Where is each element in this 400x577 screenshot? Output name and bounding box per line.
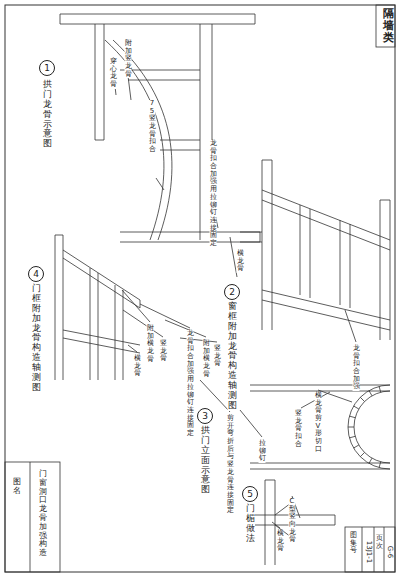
part-label: 横龙骨 (134, 355, 141, 378)
callout-number: 2 (224, 284, 240, 300)
part-label: 龙骨扣合加强用拉铆钉连接固定 (210, 140, 217, 248)
arch-elevation-figure (250, 385, 390, 469)
part-label: 横龙骨 (277, 530, 284, 553)
door-frame-figure (55, 235, 262, 437)
part-label: 拉铆钉 (259, 440, 266, 463)
callout-number: 3 (197, 408, 213, 424)
view-title: 拱门龙骨示意图 (43, 80, 52, 149)
view-title: 拱门立面示意图 (201, 426, 210, 495)
title-block-cell: G-6 (386, 546, 393, 558)
part-label: 附加横龙骨 (147, 325, 154, 363)
view-title: 门楣做法 (246, 504, 255, 544)
view-title: 门框附加龙骨构造轴测图 (32, 284, 41, 393)
title-block-cell: 页次 (376, 535, 383, 550)
part-label: 附加横龙骨 (203, 340, 210, 378)
part-label: 竖龙骨 (160, 340, 167, 363)
part-label: 竖龙骨扣合 (295, 410, 302, 448)
title-block-cell: 13J1-1 (365, 541, 372, 563)
title-block-cell: 门窗洞口龙骨加强构造 (39, 470, 47, 558)
part-label: 75竖龙骨扣合 (149, 100, 156, 154)
part-label: 龙骨扣合加强 (353, 345, 360, 391)
lintel-detail-figure (255, 480, 335, 565)
callout-number: 1 (39, 60, 55, 76)
part-label: 竖龙骨 (214, 345, 221, 368)
callout-number: 5 (242, 486, 258, 502)
part-label: 龙骨扣合加强用拉铆钉连接固定 (187, 330, 194, 438)
part-label: 附加竖龙骨 (125, 40, 132, 78)
category-box (376, 5, 395, 47)
sheet-frame (5, 5, 395, 572)
part-label: 穿心龙骨 (110, 58, 117, 89)
part-label: 横龙骨 (237, 250, 244, 273)
part-label: C型竖向龙骨 (289, 498, 296, 544)
title-block-cell: 图集号 (350, 532, 357, 555)
arch-frame-figure (60, 14, 260, 277)
view-title: 窗框附加龙骨构造轴测图 (228, 302, 237, 411)
callout-number: 4 (28, 266, 44, 282)
category-title: 隔墙类 (383, 8, 394, 44)
part-label: 剪开弯折后与竖龙骨连接固定 (227, 415, 234, 515)
part-label: 横龙骨剪V形切口 (315, 392, 322, 454)
window-frame-figure (240, 160, 390, 342)
title-block-cell: 图名 (13, 478, 21, 496)
